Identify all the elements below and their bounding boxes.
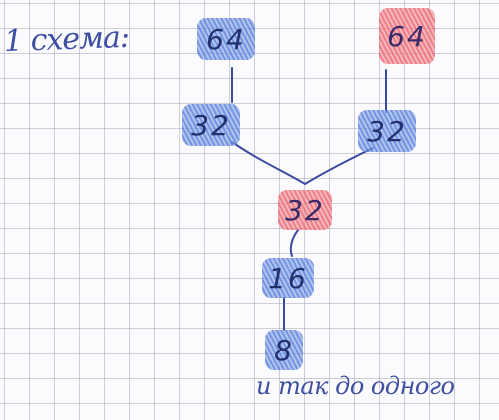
node-value: 32 bbox=[191, 108, 231, 142]
node-value: 64 bbox=[206, 22, 246, 56]
node-value: 64 bbox=[387, 19, 427, 53]
link-center-lower bbox=[289, 229, 299, 257]
node-bottom: 8 bbox=[265, 330, 303, 370]
footer-note: и так до одного bbox=[256, 372, 455, 400]
link-midright-center bbox=[304, 147, 374, 185]
node-value: 32 bbox=[367, 114, 407, 148]
node-top-left: 64 bbox=[197, 18, 255, 60]
node-value: 32 bbox=[285, 193, 325, 227]
node-mid-left: 32 bbox=[182, 104, 240, 146]
link-midleft-center bbox=[231, 141, 306, 185]
node-center: 32 bbox=[278, 190, 332, 230]
node-lower: 16 bbox=[262, 258, 314, 298]
node-top-right: 64 bbox=[379, 8, 435, 64]
node-value: 8 bbox=[274, 333, 294, 367]
node-value: 16 bbox=[268, 261, 308, 295]
node-mid-right: 32 bbox=[358, 110, 416, 152]
